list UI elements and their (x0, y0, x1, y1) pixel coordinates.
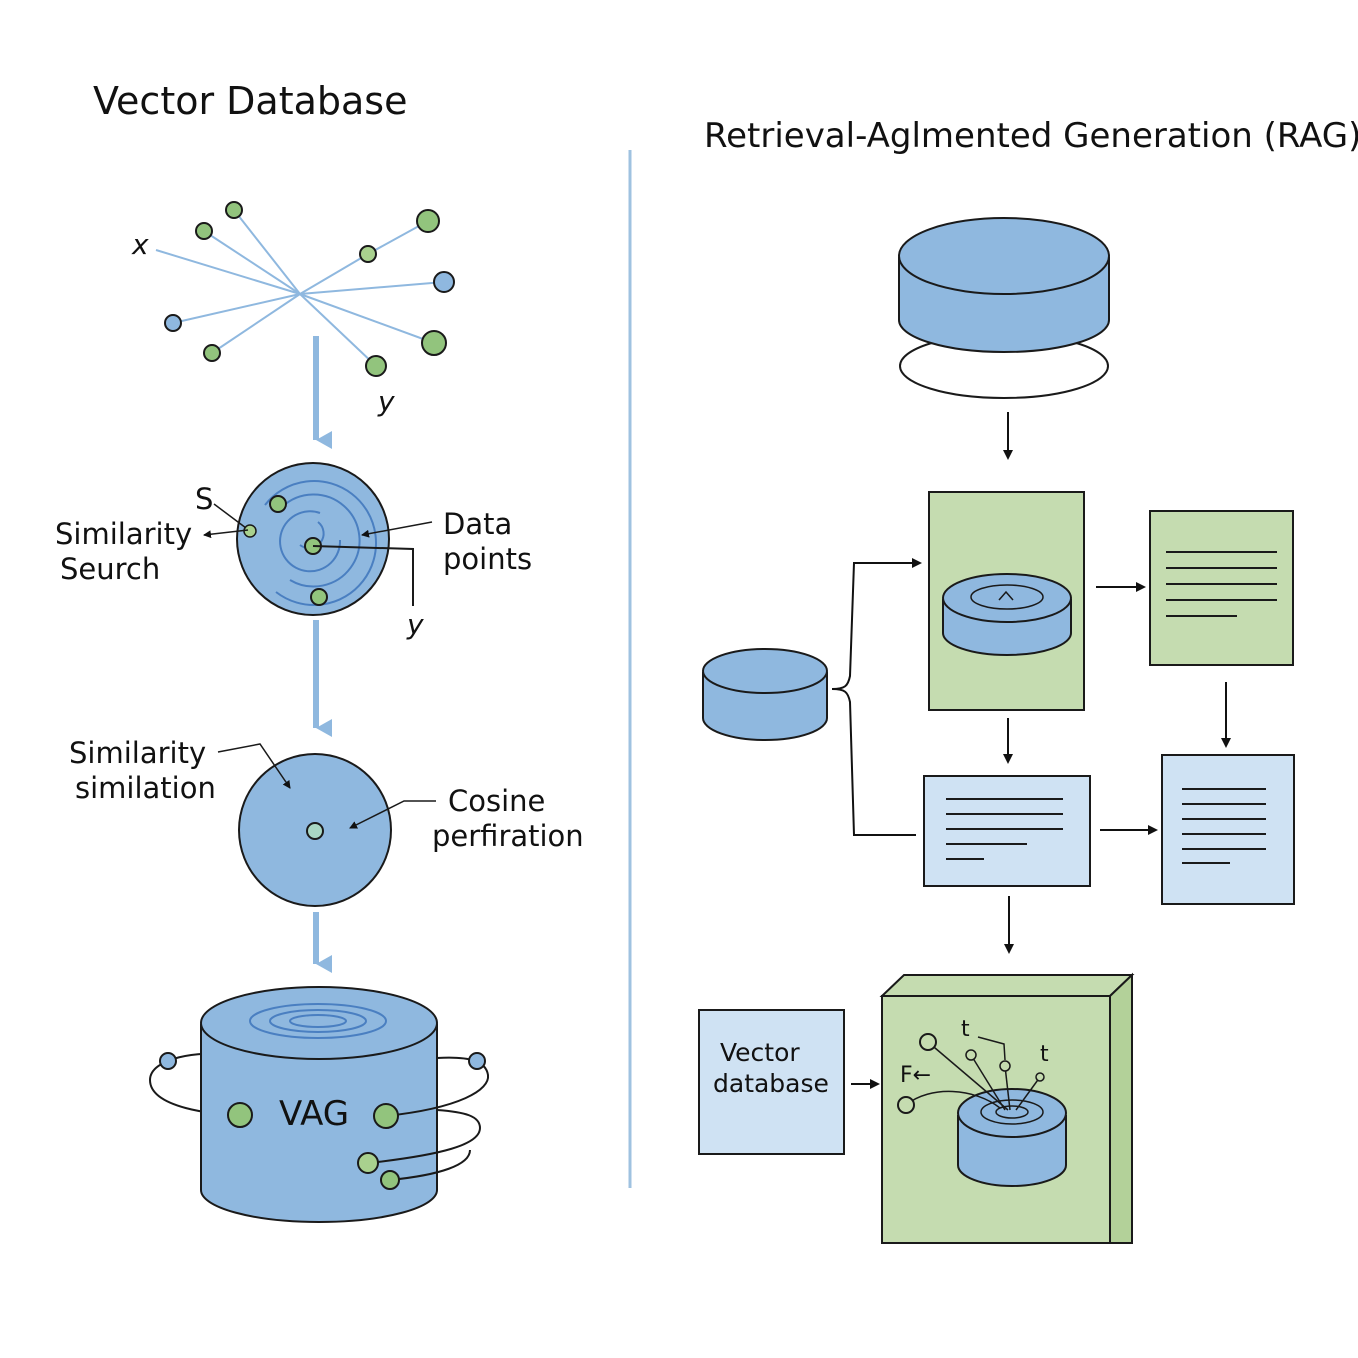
similarity-search-arrow (203, 529, 249, 539)
search-connector-line (312, 545, 414, 606)
data-points-arrow (361, 521, 433, 538)
similation-label-2: similation (75, 771, 216, 805)
embedding-points (164, 201, 455, 377)
generator-f-label: F← (900, 1063, 931, 1088)
vector-database-label-1: Vector (720, 1038, 800, 1067)
embedding-point (225, 201, 243, 219)
similation-arrow (217, 743, 291, 789)
output-document (1161, 754, 1295, 905)
data-points-label-1: Data (443, 507, 512, 541)
generator-t-label-1: t (961, 1017, 970, 1042)
embedding-point (365, 355, 387, 377)
axis-x-label: x (131, 228, 149, 261)
similarity-search-node (236, 462, 390, 616)
search-y-label: y (406, 608, 424, 641)
embedding-point (433, 271, 455, 293)
embedding-point (359, 245, 377, 263)
similarity-search-label-1: Similarity (55, 517, 192, 551)
vag-label: VAG (279, 1094, 349, 1134)
cosine-label-1: Cosine (448, 784, 545, 818)
context-document (923, 775, 1091, 887)
embedding-point (203, 344, 221, 362)
vector-database-box (698, 1009, 845, 1155)
branch-arrow-up (831, 558, 922, 690)
right-panel-title: Retrieval-Aglmented Generation (RAG) (704, 116, 1358, 156)
embedding-point (421, 330, 447, 356)
embedding-point (416, 209, 440, 233)
cosine-label-2: perfiration (432, 819, 584, 853)
cosine-arrow (349, 800, 436, 829)
branch-line-down (831, 688, 916, 836)
similarity-search-label-2: Seurch (60, 552, 160, 586)
axis-y-label: y (377, 385, 395, 418)
left-panel-title: Vector Database (93, 79, 407, 123)
similarity-similation-node (238, 753, 392, 907)
similation-label-1: Similarity (69, 736, 206, 770)
generator-t-label-2: t (1040, 1042, 1049, 1067)
top-database-cylinder (898, 217, 1110, 399)
vector-embedding-star (155, 209, 445, 367)
retriever-box (928, 491, 1085, 711)
vector-database-label-2: database (713, 1069, 829, 1098)
embedding-point (195, 222, 213, 240)
generator-box (879, 972, 1135, 1244)
source-database-cylinder (702, 648, 828, 741)
vag-cylinder (149, 986, 490, 1223)
embedding-point (164, 314, 182, 332)
s-label: S (195, 482, 213, 516)
green-document (1149, 510, 1294, 666)
data-points-label-2: points (443, 542, 532, 576)
s-pointer-line (213, 503, 247, 529)
